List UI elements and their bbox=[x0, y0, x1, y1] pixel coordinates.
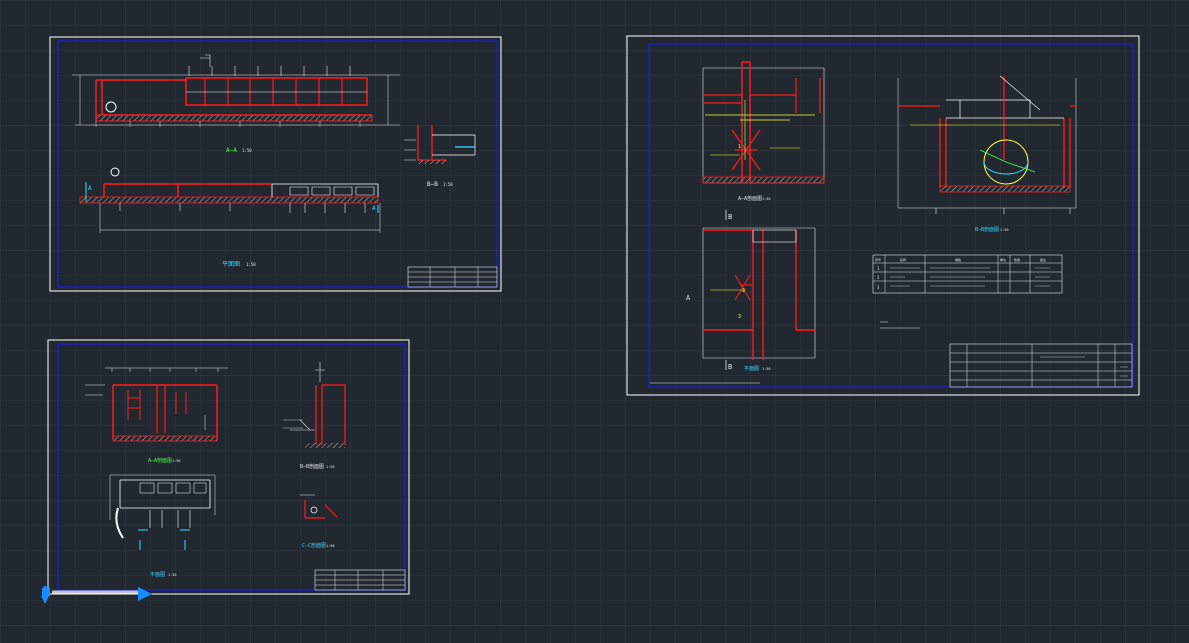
sheet-3-section-b-b-scale: 1:50 bbox=[326, 465, 334, 469]
sheet-2-section-b-b-scale: 1:50 bbox=[1000, 228, 1008, 232]
sheet-2[interactable]: 1 A—A剖面图 1:50 B A B 2 3 平面图 1:50 bbox=[626, 35, 1140, 396]
sheet-1-plan-view[interactable]: A A 平面图 1:50 bbox=[79, 167, 381, 268]
sheet-2-section-mark-a: A bbox=[686, 294, 691, 302]
material-table-row-1-no: 1 bbox=[877, 266, 880, 271]
material-table-row-3-no: 3 bbox=[877, 285, 880, 290]
sheet-1[interactable]: A—A 1:50 A A 平面图 1:50 B—B 1:50 bbox=[49, 36, 502, 292]
sheet-1-section-mark-a-left: A bbox=[88, 185, 92, 192]
sheet-1-section-a-a-scale: 1:50 bbox=[242, 148, 252, 153]
sheet-1-section-a-a[interactable]: A—A 1:50 bbox=[72, 54, 400, 154]
sheet-2-title-block[interactable] bbox=[949, 343, 1133, 388]
sheet-3-section-b-b[interactable]: B—B剖面图 1:50 bbox=[283, 362, 346, 470]
sheet-2-plan-view-label: 平面图 bbox=[744, 366, 759, 372]
sheet-2-section-mark-b-bottom: B bbox=[728, 363, 732, 371]
sheet-2-callout-1: 1 bbox=[738, 144, 741, 150]
sheet-1-section-b-b-scale: 1:50 bbox=[443, 182, 453, 187]
sheet-2-section-a-a-label: A—A剖面图 bbox=[738, 195, 762, 202]
sheet-3-frame bbox=[57, 343, 406, 591]
sheet-1-plan-view-scale: 1:50 bbox=[246, 262, 256, 267]
sheet-3-section-a-a-scale: 1:50 bbox=[172, 459, 180, 463]
sheet-1-section-a-a-label: A—A bbox=[226, 147, 237, 154]
sheet-2-frame bbox=[648, 43, 1134, 388]
sheet-3-section-c-c-scale: 1:50 bbox=[326, 544, 334, 548]
material-table-header-no: 序号 bbox=[875, 257, 881, 262]
sheet-2-plan-view[interactable]: B A B 2 3 平面图 1:50 bbox=[686, 210, 816, 372]
sheet-1-frame bbox=[57, 40, 498, 288]
material-table-header-note: 备注 bbox=[1040, 257, 1046, 262]
sheet-3-plan-view-scale: 1:50 bbox=[168, 573, 176, 577]
sheet-2-plan-view-scale: 1:50 bbox=[762, 367, 770, 371]
sheet-2-notes bbox=[880, 321, 920, 329]
ucs-icon[interactable] bbox=[41, 586, 152, 604]
sheet-1-title-block[interactable] bbox=[407, 266, 498, 288]
material-table-header-spec: 规格 bbox=[955, 257, 961, 262]
sheet-2-callout-3: 3 bbox=[738, 314, 741, 320]
sheet-3-section-a-a[interactable]: A—A剖面图 1:50 bbox=[85, 367, 228, 464]
sheet-1-section-b-b[interactable]: B—B 1:50 bbox=[404, 125, 476, 188]
sheet-2-callout-2: 2 bbox=[742, 288, 745, 294]
sheet-3-section-a-a-label: A—A剖面图 bbox=[148, 457, 172, 464]
sheet-3-section-b-b-label: B—B剖面图 bbox=[300, 463, 324, 470]
sheet-3-plan-view[interactable]: 平面图 1:50 bbox=[109, 474, 216, 578]
sheet-1-border bbox=[49, 36, 502, 292]
material-table-header-unit: 单位 bbox=[1000, 257, 1006, 262]
sheet-2-material-table[interactable]: 序号 名称 规格 单位 数量 备注 1 2 3 bbox=[872, 254, 1063, 294]
sheet-3-section-c-c[interactable]: C—C剖面图 1:50 bbox=[300, 494, 338, 549]
sheet-2-section-a-a[interactable]: 1 A—A剖面图 1:50 bbox=[702, 61, 825, 202]
sheet-2-section-a-a-scale: 1:50 bbox=[762, 197, 770, 201]
sheet-2-section-mark-b-top: B bbox=[728, 213, 732, 221]
sheet-2-section-b-b[interactable]: B—B剖面图 1:50 bbox=[897, 75, 1077, 233]
sheet-1-section-b-b-label: B—B bbox=[427, 181, 438, 188]
sheet-2-border bbox=[626, 35, 1140, 396]
material-table-header-name: 名称 bbox=[900, 257, 906, 262]
sheet-1-plan-view-label: 平面图 bbox=[222, 261, 240, 268]
material-table-header-qty: 数量 bbox=[1014, 257, 1020, 262]
sheet-3-section-c-c-label: C—C剖面图 bbox=[302, 542, 326, 549]
material-table-row-2-no: 2 bbox=[877, 275, 880, 280]
sheet-3[interactable]: A—A剖面图 1:50 B—B剖面图 1:50 平面图 1:50 bbox=[47, 339, 410, 595]
sheet-3-title-block[interactable] bbox=[314, 569, 406, 591]
sheet-3-plan-view-label: 平面图 bbox=[150, 572, 165, 578]
sheet-3-border bbox=[47, 339, 410, 595]
sheet-1-section-mark-a-right: A bbox=[372, 205, 376, 212]
sheet-2-section-b-b-label: B—B剖面图 bbox=[975, 226, 999, 233]
